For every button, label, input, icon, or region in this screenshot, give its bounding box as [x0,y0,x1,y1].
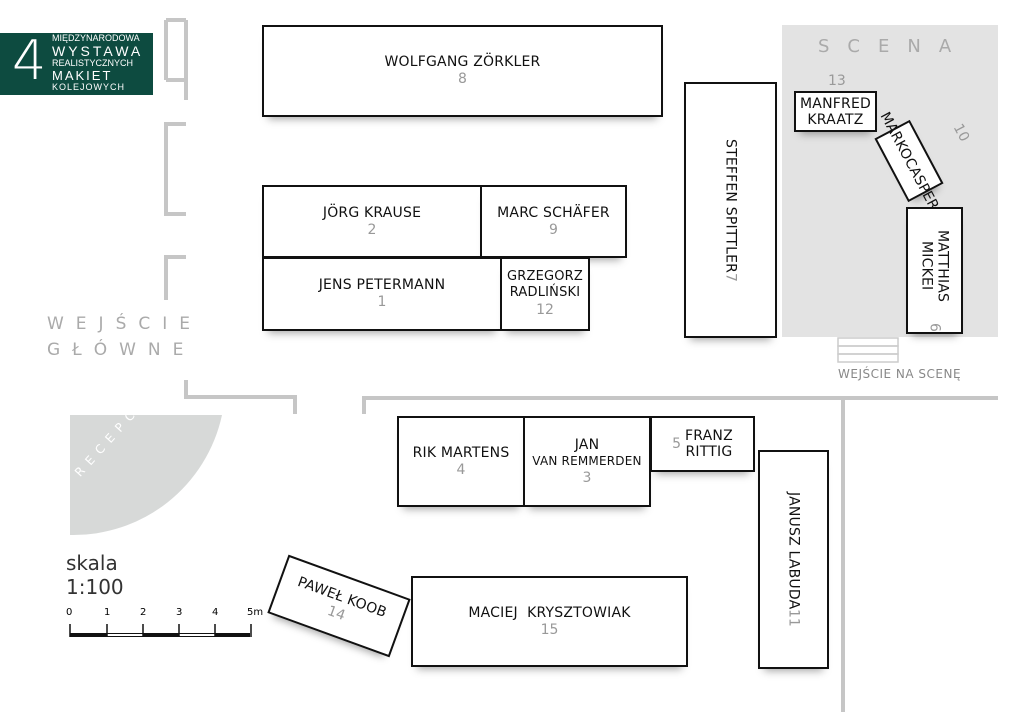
exhibitor-name: KRAATZ [807,111,864,128]
exhibitor-name: JÖRG KRAUSE [322,204,422,221]
exhibitor-name: MATTHIAS MICKEI [918,229,951,303]
exhibitor-name: RADLIŃSKI [509,285,581,300]
exhibitor-name: RITTIG [685,444,733,460]
table-number: 1 [377,294,387,310]
exhibitor-name: VAN REMMERDEN [532,453,642,468]
stage-stairs [837,337,899,363]
exhibitor-name: MACIEJ KRYSZTOWIAK [468,604,631,621]
scale-tick: 1 [104,607,111,618]
reception-area [70,415,222,536]
table-number: 8 [458,71,467,87]
table-number: 13 [828,73,846,89]
exhibitor-name: JENS PETERMANN [318,277,446,293]
scale-bar [69,624,252,637]
exhibitor-name: JAN [574,436,600,453]
scale-label: skala [66,551,118,575]
logo-line: MAKIET [52,68,113,83]
exhibition-logo: 4 MIĘDZYNARODOWA WYSTAWA REALISTYCZNYCH … [0,29,153,95]
table-number: 5 [672,436,682,452]
logo-line: KOLEJOWYCH [52,82,126,92]
exhibitor-name: STEFFEN SPITTLER [722,138,739,273]
exhibitor-name: GRZEGORZ [506,269,584,284]
exhibitor-name: MANFRED [800,95,871,112]
logo-line: REALISTYCZNYCH [52,58,134,68]
scale-tick: 2 [140,607,147,618]
exhibitor-name: MARC SCHÄFER [497,204,610,221]
table-number: 3 [582,469,592,486]
table-number: 7 [722,272,739,282]
table-number: 2 [367,221,377,238]
table-number: 6 [926,323,943,332]
scale-ratio: 1:100 [66,575,124,599]
scale-tick: 4 [212,607,219,618]
scale-tick: 3 [176,607,183,618]
entrance-label: WEJŚCIE [47,314,202,334]
stage-entrance-label: WEJŚCIE NA SCENĘ [838,367,962,381]
exhibitor-name: RIK MARTENS [412,444,510,461]
stage-area [782,25,998,337]
scale-tick: 0 [66,607,73,618]
entrance-label: GŁÓWNE [47,340,196,360]
logo-line: WYSTAWA [52,43,144,59]
exhibitor-name: JANUSZ LABUDA [785,491,802,610]
logo-number: 4 [12,29,47,92]
table-6[interactable]: MATTHIAS MICKEI 6 [906,207,963,334]
table-number: 11 [785,609,802,628]
table-number: 15 [540,621,559,638]
scale-tick: 5m [247,607,264,618]
table-number: 12 [536,302,554,318]
exhibitor-name: WOLFGANG ZÖRKLER [384,54,541,70]
stage-label: SCENA [818,36,970,57]
table-number: 4 [456,461,466,478]
logo-line: MIĘDZYNARODOWA [52,33,140,43]
exhibitor-name: FRANZ [685,428,733,444]
table-number: 9 [549,221,558,238]
